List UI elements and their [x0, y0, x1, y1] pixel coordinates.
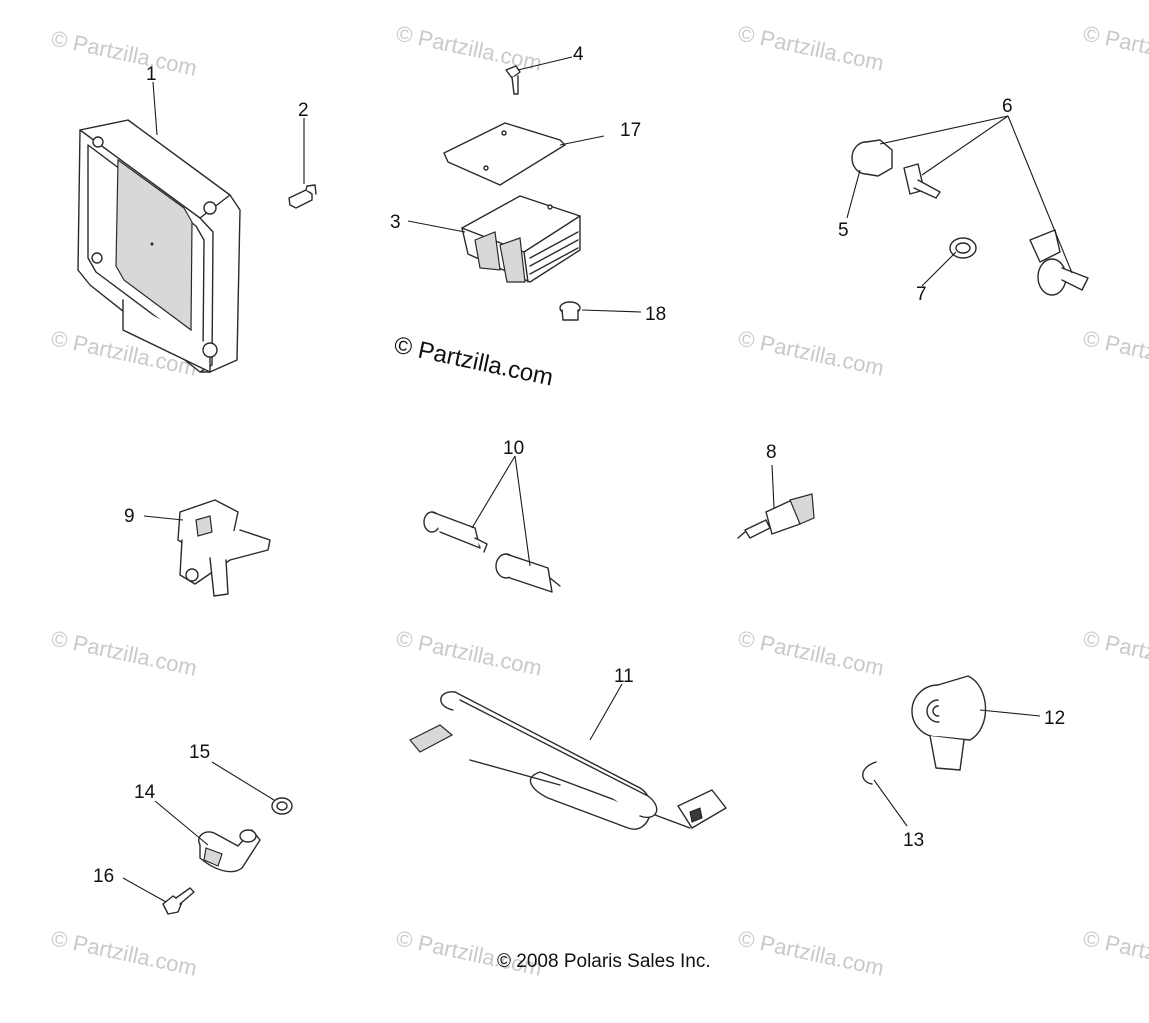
callout-18: 18 [645, 304, 666, 325]
part-4-screw[interactable] [505, 65, 521, 95]
part-14-elbow[interactable] [198, 829, 261, 873]
callout-7: 7 [916, 284, 927, 305]
watermark: © Partzilla.com [1081, 925, 1149, 980]
copyright-notice: © 2008 Polaris Sales Inc. [497, 951, 711, 972]
part-18-grommet[interactable] [559, 301, 581, 321]
part-8-sensor[interactable] [737, 493, 815, 539]
watermark: © Partzilla.com [1081, 325, 1149, 380]
part-1-ecu[interactable] [77, 119, 241, 373]
part-10-sensor-b[interactable] [495, 553, 561, 593]
part-3-module[interactable] [461, 195, 581, 283]
callout-17: 17 [620, 120, 641, 141]
callout-10: 10 [503, 438, 524, 459]
callout-2: 2 [298, 100, 309, 121]
part-15-oring[interactable] [271, 797, 293, 815]
watermark: © Partzilla.com [736, 925, 886, 980]
callout-15: 15 [189, 742, 210, 763]
watermark: © Partzilla.com [49, 25, 199, 80]
part-13-clip[interactable] [862, 761, 877, 785]
callout-14: 14 [134, 782, 156, 803]
part-5-cap[interactable] [851, 139, 893, 177]
part-6-switch[interactable] [1029, 229, 1089, 296]
watermark: © Partzilla.com [736, 325, 886, 380]
callout-6: 6 [1002, 96, 1013, 117]
callout-3: 3 [390, 212, 401, 233]
part-16-bolt[interactable] [162, 887, 195, 915]
watermark: © Partzilla.com [736, 625, 886, 680]
watermark: © Partzilla.com [49, 625, 199, 680]
part-17-gasket[interactable] [443, 122, 566, 186]
part-11-harness[interactable] [409, 691, 727, 830]
part-10-sensor-a[interactable] [423, 511, 488, 553]
leader-lines [122, 56, 1073, 903]
part-9-sensor[interactable] [177, 499, 271, 597]
center-watermark: © Partzilla.com [392, 331, 556, 391]
watermark: © Partzilla.com [394, 20, 544, 75]
watermark: © Partzilla.com [1081, 625, 1149, 680]
watermark: © Partzilla.com [49, 925, 199, 980]
part-6-key[interactable] [903, 163, 941, 199]
callout-16: 16 [93, 866, 114, 887]
callout-8: 8 [766, 442, 777, 463]
part-12-knock-sensor[interactable] [911, 675, 987, 771]
callout-1: 1 [146, 64, 157, 85]
watermark: © Partzilla.com [736, 20, 886, 75]
part-7-nut[interactable] [949, 237, 977, 259]
callout-5: 5 [838, 220, 849, 241]
callout-12: 12 [1044, 708, 1065, 729]
callout-4: 4 [573, 44, 584, 65]
watermark: © Partzilla.com [394, 625, 544, 680]
callout-9: 9 [124, 506, 135, 527]
part-2-bolt[interactable] [288, 184, 317, 209]
callouts: 1 2 3 4 5 6 7 8 9 10 11 12 13 14 15 16 1… [93, 44, 1065, 887]
callout-11: 11 [614, 666, 634, 687]
watermark: © Partzilla.com [1081, 20, 1149, 75]
callout-13: 13 [903, 830, 924, 851]
